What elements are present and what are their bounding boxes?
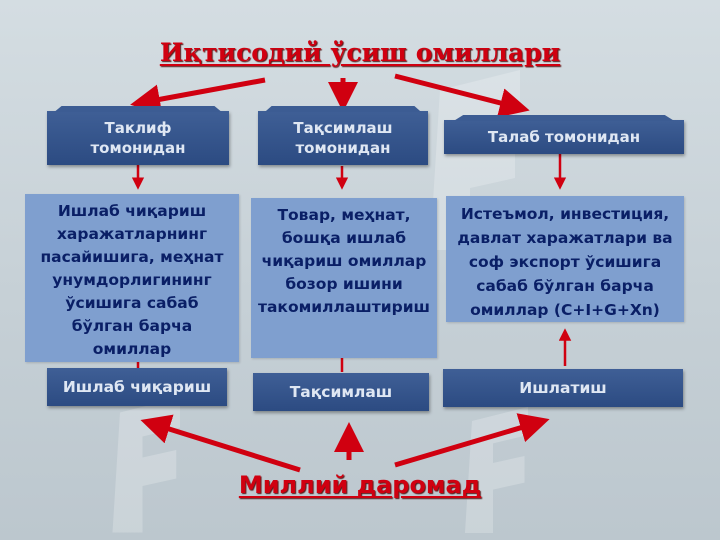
header-distribution: Тақсимлаш томонидан (258, 106, 428, 165)
footer-usage-label: Ишлатиш (519, 379, 607, 397)
header-demand-line1: Талаб томонидан (487, 128, 641, 146)
header-supply-line2: томонидан (90, 139, 186, 157)
header-distribution-line2: томонидан (295, 139, 391, 157)
footer-production-label: Ишлаб чиқариш (62, 378, 212, 396)
arrow-bottom-right (394, 413, 550, 468)
header-supply-line1: Таклиф (104, 119, 172, 137)
header-supply: Таклиф томонидан (47, 106, 229, 165)
footer-distribution: Тақсимлаш (253, 373, 429, 411)
description-distribution-text: Товар, меҳнат, бошқа ишлаб чиқариш омилл… (257, 206, 431, 316)
description-supply-text: Ишлаб чиқариш харажатларнинг пасайишига,… (40, 202, 224, 358)
description-demand: Истеъмол, инвестиция, давлат харажатлари… (446, 196, 684, 322)
description-demand-text: Истеъмол, инвестиция, давлат харажатлари… (457, 205, 673, 319)
description-distribution: Товар, меҳнат, бошқа ишлаб чиқариш омилл… (251, 198, 437, 358)
description-supply: Ишлаб чиқариш харажатларнинг пасайишига,… (25, 194, 239, 362)
footer-production: Ишлаб чиқариш (47, 368, 227, 406)
national-income-title: Миллий даромад (238, 471, 482, 499)
header-demand: Талаб томонидан (444, 115, 684, 154)
header-distribution-line1: Тақсимлаш (293, 119, 393, 137)
arrow-title-right (394, 73, 530, 118)
arrow-title-left (130, 77, 266, 115)
page-title: Иқтисодий ўсиш омиллари (159, 38, 561, 67)
footer-usage: Ишлатиш (443, 369, 683, 407)
arrow-bottom-left (140, 414, 301, 473)
footer-distribution-label: Тақсимлаш (289, 383, 393, 401)
